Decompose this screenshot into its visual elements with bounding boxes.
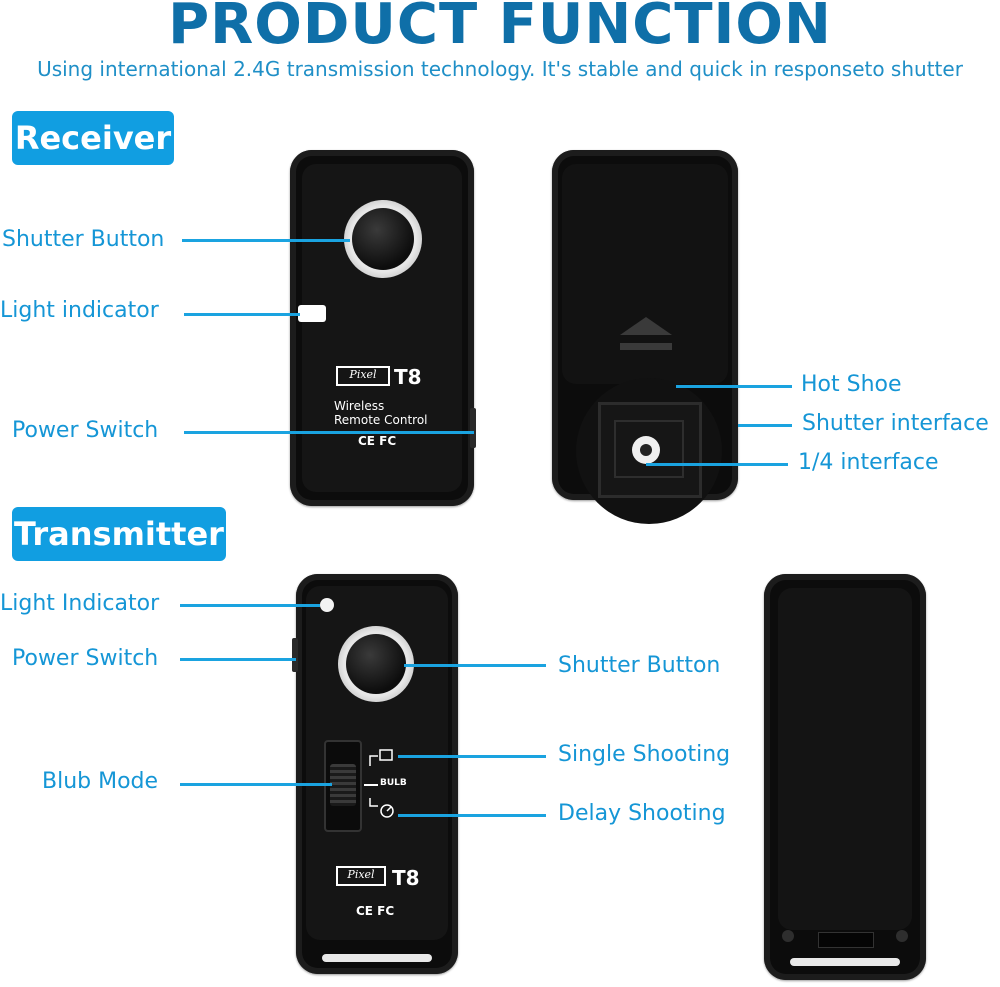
transmitter-back-panel (778, 588, 912, 930)
hot-shoe-label: Hot Shoe (801, 372, 902, 397)
receiver-cert-marks: CE FC (358, 434, 397, 448)
transmitter-back-screw-left (782, 930, 794, 942)
transmitter-power-switch[interactable] (292, 638, 298, 672)
receiver-power-switch[interactable] (470, 408, 476, 448)
hot-shoe-leader (676, 385, 792, 388)
single-shooting-leader (398, 755, 546, 758)
transmitter-model-label: T8 (392, 866, 420, 890)
receiver-model-label: T8 (394, 365, 422, 389)
mode-switch-knob (330, 764, 356, 806)
receiver-front: Pixel T8 Wireless Remote Control CE FC (290, 150, 476, 506)
single-shooting-label: Single Shooting (558, 742, 731, 767)
shutter-interface-label: Shutter interface (802, 411, 989, 436)
receiver-light-indicator-label: Light indicator (0, 298, 159, 323)
transmitter-back (764, 574, 926, 980)
receiver-power-switch-leader (184, 431, 474, 434)
bulb-mode-label: BULB (380, 778, 407, 788)
shutter-interface-leader (738, 424, 792, 427)
transmitter-bottom-light (322, 954, 432, 962)
receiver-remote-text: Remote Control (334, 413, 428, 427)
transmitter-badge: Transmitter (12, 507, 226, 561)
receiver-shutter-button-core (352, 208, 414, 270)
transmitter-light-indicator-leader (180, 604, 320, 607)
quarter-interface-leader (646, 463, 788, 466)
receiver-shutter-button-leader (182, 239, 350, 242)
receiver-back (552, 150, 738, 524)
receiver-badge: Receiver (12, 111, 174, 165)
single-shooting-icon (369, 749, 393, 766)
transmitter-light-indicator-label: Light Indicator (0, 591, 160, 616)
transmitter-light-indicator (320, 598, 334, 612)
transmitter-shutter-button-leader (404, 664, 546, 667)
receiver-light-indicator-leader (184, 313, 300, 316)
blub-mode-label: Blub Mode (42, 769, 159, 794)
receiver-power-switch-label: Power Switch (12, 418, 159, 443)
hot-shoe-inner (614, 420, 684, 478)
quarter-interface-hole-core (640, 444, 652, 456)
transmitter-shutter-button-label: Shutter Button (558, 653, 721, 678)
delay-shooting-icon (369, 798, 394, 818)
receiver-brand-logo: Pixel (336, 366, 390, 386)
delay-shooting-label: Delay Shooting (558, 801, 726, 826)
page-subtitle: Using international 2.4G transmission te… (37, 57, 963, 81)
receiver-shutter-button-label: Shutter Button (2, 227, 165, 252)
receiver-wireless-text: Wireless (334, 399, 385, 413)
page-title: PRODUCT FUNCTION (168, 0, 832, 57)
transmitter-power-switch-label: Power Switch (12, 646, 159, 671)
quarter-interface-label: 1/4 interface (798, 450, 939, 475)
bulb-mode-tick (364, 784, 378, 786)
transmitter-cert-marks: CE FC (356, 904, 395, 918)
battery-cover-arrow-icon (620, 317, 672, 350)
transmitter-brand-logo: Pixel (336, 866, 386, 886)
delay-shooting-leader (398, 814, 546, 817)
transmitter-back-bottom-light (790, 958, 900, 966)
transmitter-shutter-button-core (346, 634, 406, 694)
receiver-light-indicator (298, 305, 326, 322)
blub-mode-leader (180, 783, 332, 786)
transmitter-back-port (818, 932, 874, 948)
transmitter-power-switch-leader (180, 658, 296, 661)
transmitter-front: BULB Pixel T8 CE FC (292, 574, 458, 974)
transmitter-back-screw-right (896, 930, 908, 942)
